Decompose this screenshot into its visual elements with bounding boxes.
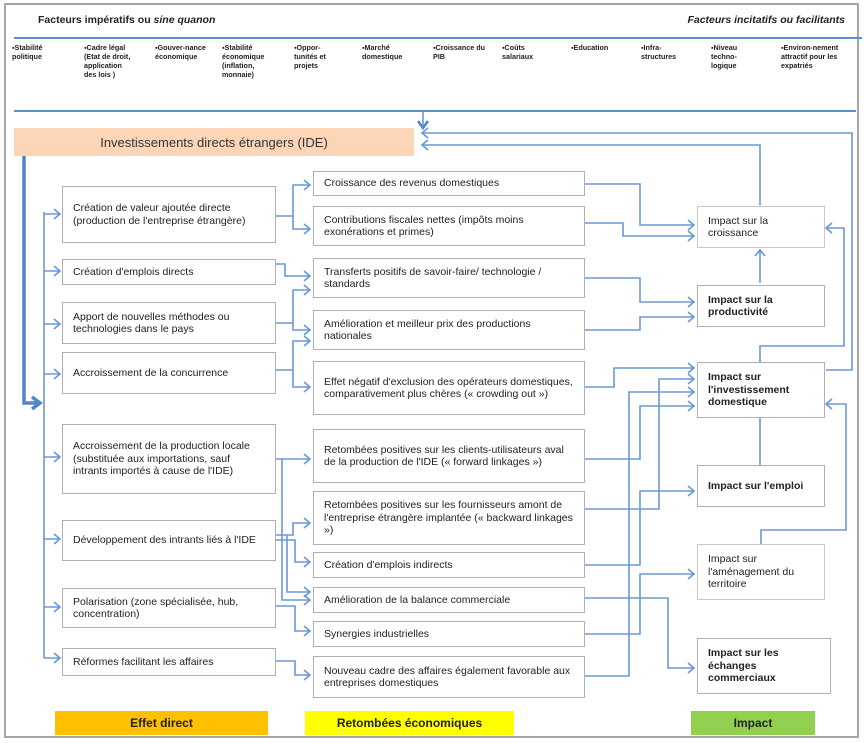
spillover-box: Effet négatif d'exclusion des opérateurs… [313, 361, 585, 415]
direct-effect-label: Réformes facilitant les affaires [73, 655, 214, 668]
spillover-box: Croissance des revenus domestiques [313, 171, 585, 196]
impact-label: Impact sur l'emploi [708, 479, 804, 492]
incentive-factors-title-text: Facteurs incitatifs ou [687, 14, 796, 26]
direct-effect-box: Réformes facilitant les affaires [62, 648, 276, 676]
impact-label: Impact sur la productivité [708, 293, 773, 319]
spillover-box: Retombées positives sur les fournisseurs… [313, 491, 585, 545]
spillover-box: Retombées positives sur les clients-util… [313, 429, 585, 483]
factor-item: ▪Niveau techno-logique [711, 43, 738, 70]
impact-box-echanges: Impact sur les échanges commerciaux [697, 638, 831, 694]
impact-label: Impact sur l'investissement domestique [708, 371, 790, 409]
spillover-label: Croissance des revenus domestiques [324, 177, 500, 190]
direct-effect-box: Création d'emplois directs [62, 259, 276, 285]
ide-banner: Investissements directs étrangers (IDE) [14, 128, 414, 156]
direct-effect-label: Accroissement de la concurrence [73, 366, 229, 379]
factor-item: ▪Environ-nement attractif pour les expat… [781, 43, 839, 70]
direct-effect-box: Création de valeur ajoutée directe (prod… [62, 186, 276, 243]
diagram-frame [4, 3, 859, 738]
spillover-label: Amélioration et meilleur prix des produc… [324, 317, 531, 343]
legend-impact-label: Impact [733, 716, 773, 730]
direct-effect-label: Accroissement de la production locale (s… [73, 440, 250, 478]
direct-effect-box: Apport de nouvelles méthodes ou technolo… [62, 302, 276, 344]
factor-item: ▪Education [571, 43, 609, 52]
spillover-box: Synergies industrielles [313, 621, 585, 647]
spillover-label: Création d'emplois indirects [324, 558, 453, 571]
spillover-label: Retombées positives sur les fournisseurs… [324, 499, 573, 537]
direct-effect-box: Polarisation (zone spécialisée, hub, con… [62, 588, 276, 628]
legend-impact: Impact [691, 711, 815, 735]
factors-top-line [14, 37, 862, 39]
ide-label: Investissements directs étrangers (IDE) [100, 134, 328, 150]
direct-effect-box: Accroissement de la production locale (s… [62, 424, 276, 494]
impact-label: Impact sur les échanges commerciaux [708, 647, 779, 685]
spillover-box: Amélioration de la balance commerciale [313, 587, 585, 613]
spillover-label: Effet négatif d'exclusion des opérateurs… [324, 375, 573, 401]
spillover-box: Amélioration et meilleur prix des produc… [313, 310, 585, 350]
direct-effect-box: Accroissement de la concurrence [62, 352, 276, 394]
factor-item: ▪Cadre légal (Etat de droit, application… [84, 43, 131, 79]
impact-label: Impact sur la croissance [708, 214, 769, 240]
legend-direct-label: Effet direct [130, 716, 193, 730]
mandatory-factors-title: Facteurs impératifs ou sine quanon [38, 14, 215, 26]
legend-direct-effect: Effet direct [55, 711, 268, 735]
impact-box-productivite: Impact sur la productivité [697, 285, 825, 327]
spillover-box: Nouveau cadre des affaires également fav… [313, 656, 585, 698]
spillover-label: Contributions fiscales nettes (impôts mo… [324, 213, 524, 239]
direct-effect-box: Développement des intrants liés à l'IDE [62, 520, 276, 561]
incentive-factors-title-italic: facilitants [795, 14, 845, 26]
direct-effect-label: Polarisation (zone spécialisée, hub, con… [73, 595, 239, 621]
impact-box-croissance: Impact sur la croissance [697, 206, 825, 248]
mandatory-factors-title-italic: sine quanon [153, 14, 216, 26]
spillover-box: Création d'emplois indirects [313, 552, 585, 578]
factor-item: ▪Stabilité économique (inflation, monnai… [222, 43, 265, 79]
spillover-box: Transferts positifs de savoir-faire/ tec… [313, 258, 585, 298]
factor-item: ▪Croissance du PIB [433, 43, 486, 61]
legend-spillover-label: Retombées économiques [336, 716, 483, 730]
direct-effect-label: Création de valeur ajoutée directe (prod… [73, 202, 246, 227]
spillover-label: Transferts positifs de savoir-faire/ tec… [324, 265, 542, 291]
spillover-box: Contributions fiscales nettes (impôts mo… [313, 206, 585, 246]
factor-item: ▪Gouver-nance économique [155, 43, 206, 61]
factor-item: ▪Stabilité politique [12, 43, 43, 61]
spillover-label: Synergies industrielles [324, 627, 430, 640]
factor-item: ▪Marché domestique [362, 43, 403, 61]
spillover-label: Retombées positives sur les clients-util… [324, 443, 564, 469]
incentive-factors-title: Facteurs incitatifs ou facilitants [687, 14, 845, 26]
spillover-label: Nouveau cadre des affaires également fav… [324, 664, 571, 690]
mandatory-factors-title-text: Facteurs impératifs ou [38, 14, 154, 26]
impact-box-territoire: Impact sur l'aménagement du territoire [697, 544, 825, 600]
spillover-label: Amélioration de la balance commerciale [324, 593, 511, 606]
impact-box-investissement: Impact sur l'investissement domestique [697, 362, 825, 418]
legend-spillover: Retombées économiques [305, 711, 514, 735]
factor-item: ▪Coûts salariaux [502, 43, 534, 61]
direct-effect-label: Création d'emplois directs [73, 265, 194, 278]
factor-item: ▪Infra-structures [641, 43, 677, 61]
impact-box-emploi: Impact sur l'emploi [697, 465, 825, 507]
factor-item: ▪Oppor-tunités et projets [294, 43, 326, 70]
impact-label: Impact sur l'aménagement du territoire [708, 553, 795, 591]
direct-effect-label: Apport de nouvelles méthodes ou technolo… [73, 310, 230, 336]
factors-bottom-line [14, 110, 856, 112]
direct-effect-label: Développement des intrants liés à l'IDE [73, 534, 256, 547]
